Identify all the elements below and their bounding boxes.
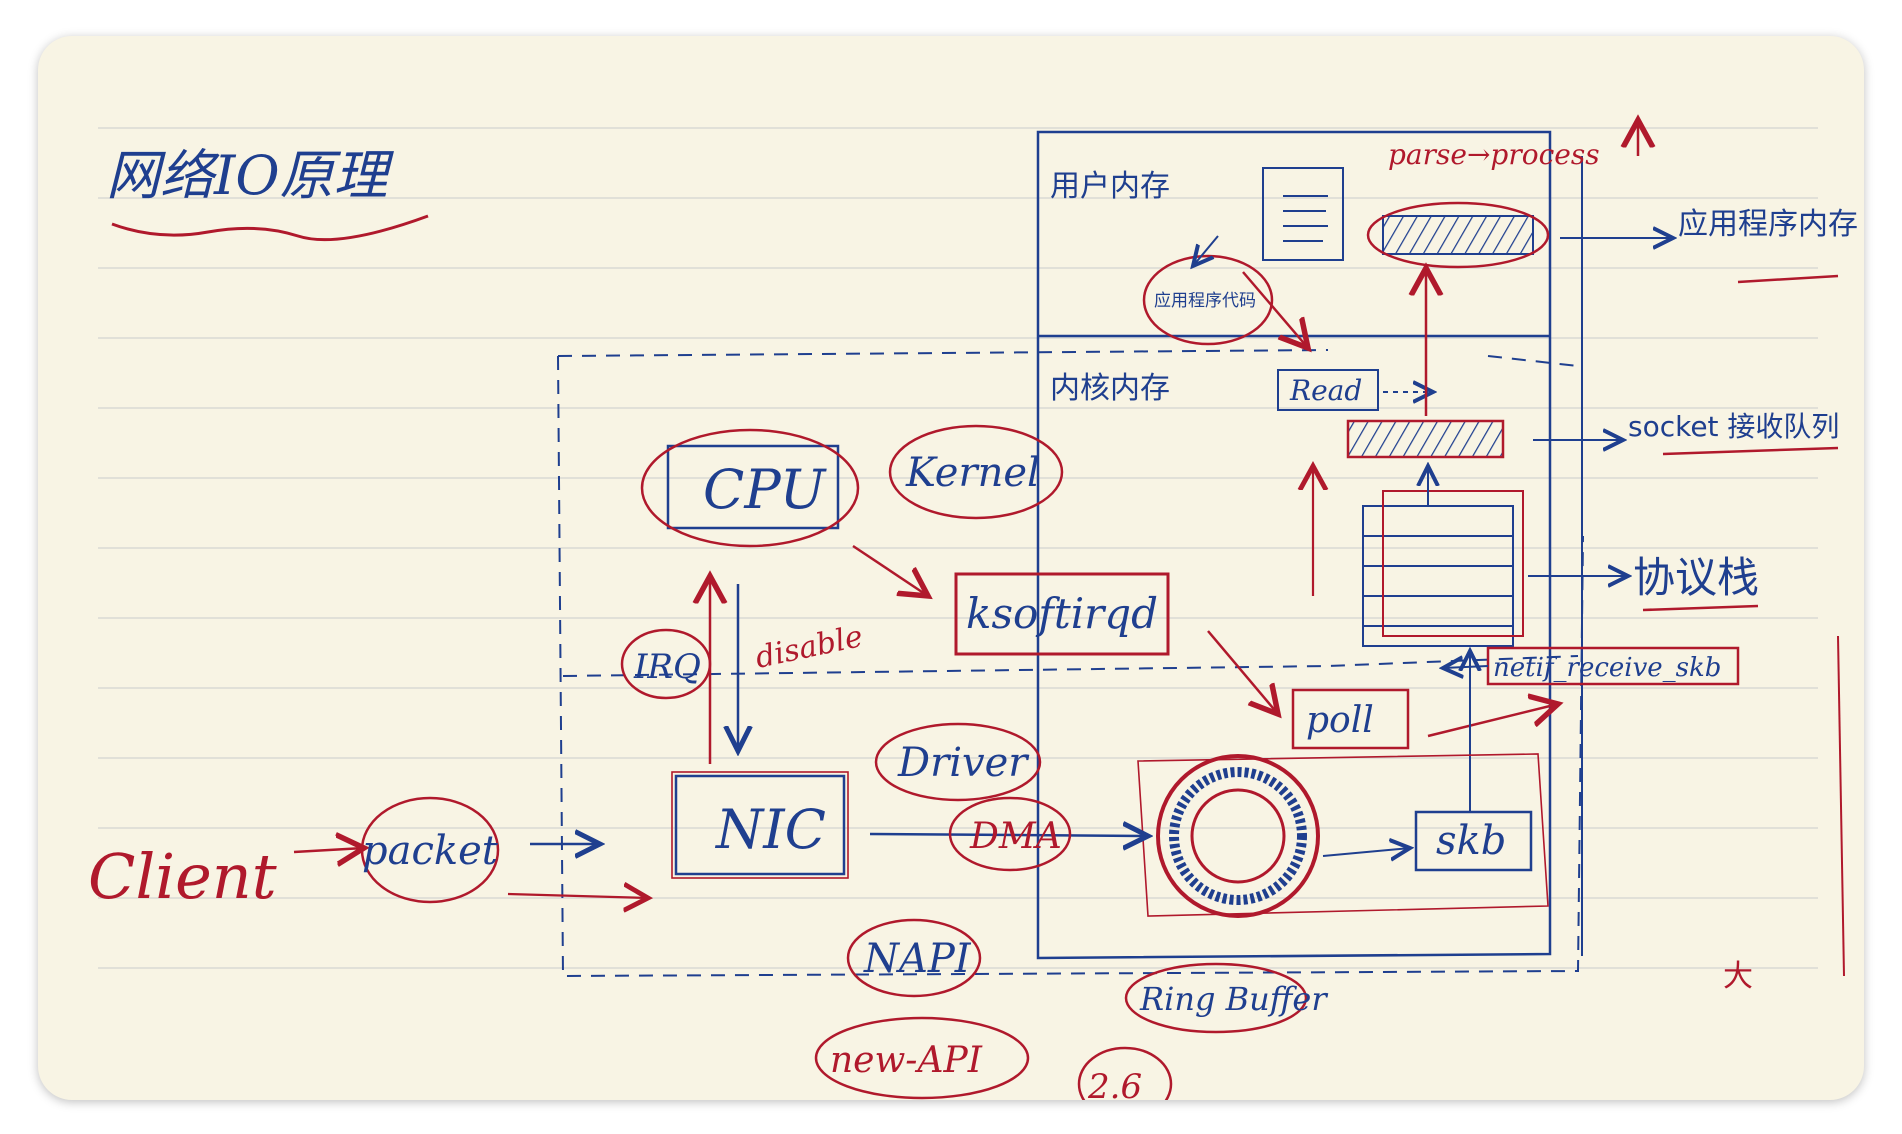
dma-label: DMA <box>969 816 1062 857</box>
dma-circle <box>948 796 1072 872</box>
kernel-dashed-boundary <box>557 349 1584 978</box>
app-code-label: 应用程序代码 <box>1154 291 1256 311</box>
irq-circle <box>620 628 712 700</box>
kernel-circle <box>888 424 1064 520</box>
nic-to-ring-arrow <box>869 834 1148 836</box>
netif-label: netif_receive_skb <box>1493 653 1721 683</box>
packet-circle <box>360 796 500 904</box>
socket-queue-underline <box>1662 446 1839 456</box>
app-memory-label: 应用程序内存 <box>1678 207 1858 242</box>
netif-to-stack-arrow <box>1443 666 1489 668</box>
driver-circle <box>874 722 1042 802</box>
document-icon-lines <box>1283 195 1328 242</box>
ring-buffer-circle <box>1124 962 1308 1034</box>
kernel-memory-label: 内核内存 <box>1050 371 1170 406</box>
document-icon <box>1262 167 1344 261</box>
ring-to-skb-arrow <box>1322 848 1410 856</box>
client-label: Client <box>88 840 277 913</box>
page-title: 网络IO原理 <box>106 144 395 207</box>
big-label: 大 <box>1723 959 1753 994</box>
nic-label: NIC <box>714 798 826 861</box>
protocol-stack-box <box>1362 490 1524 647</box>
read-label: Read <box>1289 374 1362 407</box>
napi-label: NAPI <box>863 936 972 982</box>
poll-label: poll <box>1306 700 1374 741</box>
poll-to-netif-arrow <box>1427 704 1558 738</box>
driver-label: Driver <box>897 740 1030 786</box>
network-io-diagram: 网络IO原理 用户内存 应用程序代码 parse→process 应用程序内存 … <box>88 36 1858 1100</box>
cpu-label: CPU <box>703 458 827 521</box>
packet-to-nic-arrow-red <box>507 894 648 898</box>
ksoftirqd-label: ksoftirqd <box>966 589 1158 638</box>
napi-circle <box>846 918 982 998</box>
ring-buffer-label: Ring Buffer <box>1139 980 1328 1018</box>
nic-box <box>674 774 846 876</box>
cpu-circle <box>640 428 860 548</box>
skb-label: skb <box>1436 818 1506 864</box>
app-memory-underline <box>1737 274 1839 284</box>
packet-label: packet <box>362 828 499 874</box>
nic-box-red <box>671 771 849 879</box>
doc-to-app-code-arrow <box>1193 235 1219 266</box>
irq-label: IRQ <box>633 647 701 687</box>
user-memory-label: 用户内存 <box>1050 169 1170 204</box>
ksoftirqd-box <box>954 572 1170 656</box>
version-label: 2.6 <box>1087 1067 1142 1100</box>
skb-box <box>1414 810 1533 872</box>
ring-buffer-middle <box>1169 767 1307 905</box>
disable-label: disable <box>752 619 866 676</box>
ring-buffer-outer <box>1156 754 1320 918</box>
socket-buffer <box>1346 419 1505 459</box>
app-code-to-read-arrow <box>1242 271 1308 348</box>
new-api-label: new-API <box>830 1040 983 1081</box>
right-bracket-line <box>1837 635 1845 977</box>
kernel-label: Kernel <box>905 450 1040 496</box>
app-buffer <box>1382 215 1534 255</box>
poll-box <box>1291 688 1410 750</box>
driver-dashed-boundary <box>562 655 1579 677</box>
client-to-packet-arrow <box>293 848 364 852</box>
ruled-lines <box>98 127 1818 969</box>
ksoftirqd-to-poll-arrow <box>1207 630 1278 714</box>
parse-process-label: parse→process <box>1388 138 1600 171</box>
app-buffer-circle <box>1366 201 1550 269</box>
socket-queue-label: socket 接收队列 <box>1628 410 1839 443</box>
new-api-circle <box>814 1016 1030 1100</box>
notebook-page: 网络IO原理 用户内存 应用程序代码 parse→process 应用程序内存 … <box>38 36 1864 1100</box>
ring-buffer-inner <box>1190 788 1286 884</box>
read-box <box>1277 369 1379 411</box>
protocol-stack-label: 协议栈 <box>1633 553 1759 602</box>
title-underline <box>111 214 429 242</box>
version-circle <box>1077 1046 1173 1100</box>
cpu-to-ksoftirqd-arrow <box>852 544 928 596</box>
protocol-stack-underline <box>1642 604 1759 612</box>
cpu-box <box>666 444 840 530</box>
skb-region <box>1137 753 1549 917</box>
